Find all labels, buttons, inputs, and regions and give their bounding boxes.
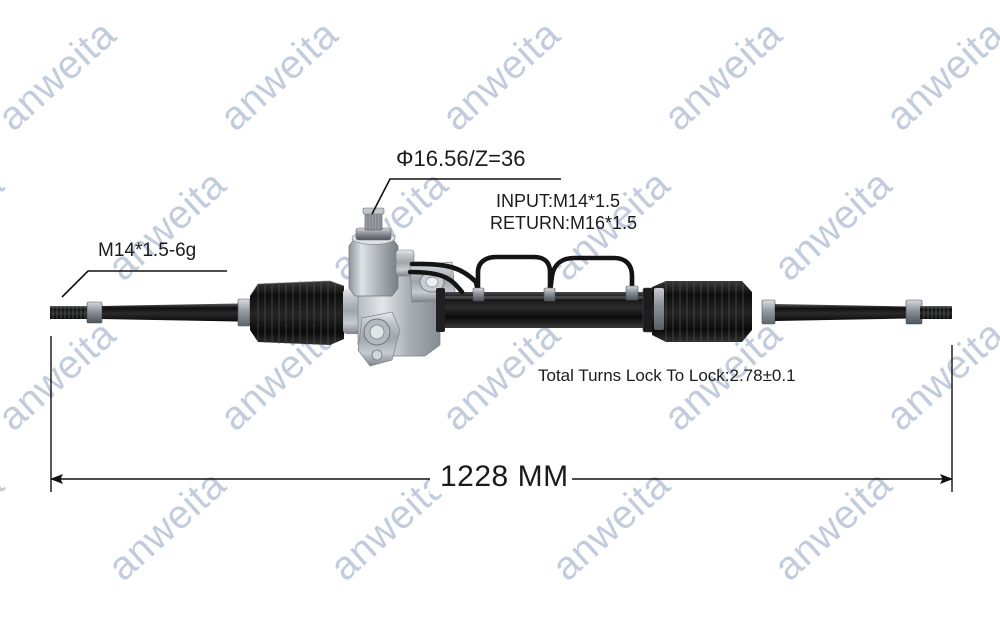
overall-length-label: 1228 MM [440, 460, 569, 493]
pinion-spec-label: Φ16.56/Z=36 [396, 146, 526, 171]
leader-lines [61, 178, 561, 298]
right-tie-rod [775, 304, 908, 321]
pinion-input-shaft [364, 212, 383, 231]
input-port-label: INPUT:M14*1.5 [496, 191, 621, 211]
left-thread-stud [50, 306, 88, 319]
overall-length-dimension [50, 336, 953, 494]
leader-pinion-spec [371, 178, 561, 215]
left-tie-rod [102, 303, 238, 322]
right-hex-nut [905, 299, 923, 325]
tie-rod-thread-label: M14*1.5-6g [98, 240, 197, 261]
left-bellows-boot [249, 280, 345, 345]
left-hex-nut [86, 301, 103, 324]
right-boot-clamp [761, 299, 776, 325]
right-tie-rod-assembly [761, 299, 952, 325]
pinion-valve-housing [348, 207, 399, 297]
dimension-text-mask [430, 458, 572, 494]
hose-fittings [472, 285, 639, 302]
lock-to-lock-label: Total Turns Lock To Lock:2.78±0.1 [538, 366, 796, 385]
right-boot-inner-clamp [654, 288, 664, 330]
hydraulic-hoses [407, 254, 635, 295]
housing-mounting-ear [357, 311, 401, 367]
left-tie-rod-assembly [50, 298, 251, 327]
return-port-label: RETURN:M16*1.5 [490, 213, 638, 233]
leader-tie-rod-thread [61, 270, 227, 298]
tube-start-cap [436, 288, 445, 332]
right-thread-stud [920, 306, 952, 319]
left-boot-clamp [237, 298, 251, 327]
right-bellows-boot [652, 281, 752, 342]
rack-housing-assembly [343, 207, 457, 367]
